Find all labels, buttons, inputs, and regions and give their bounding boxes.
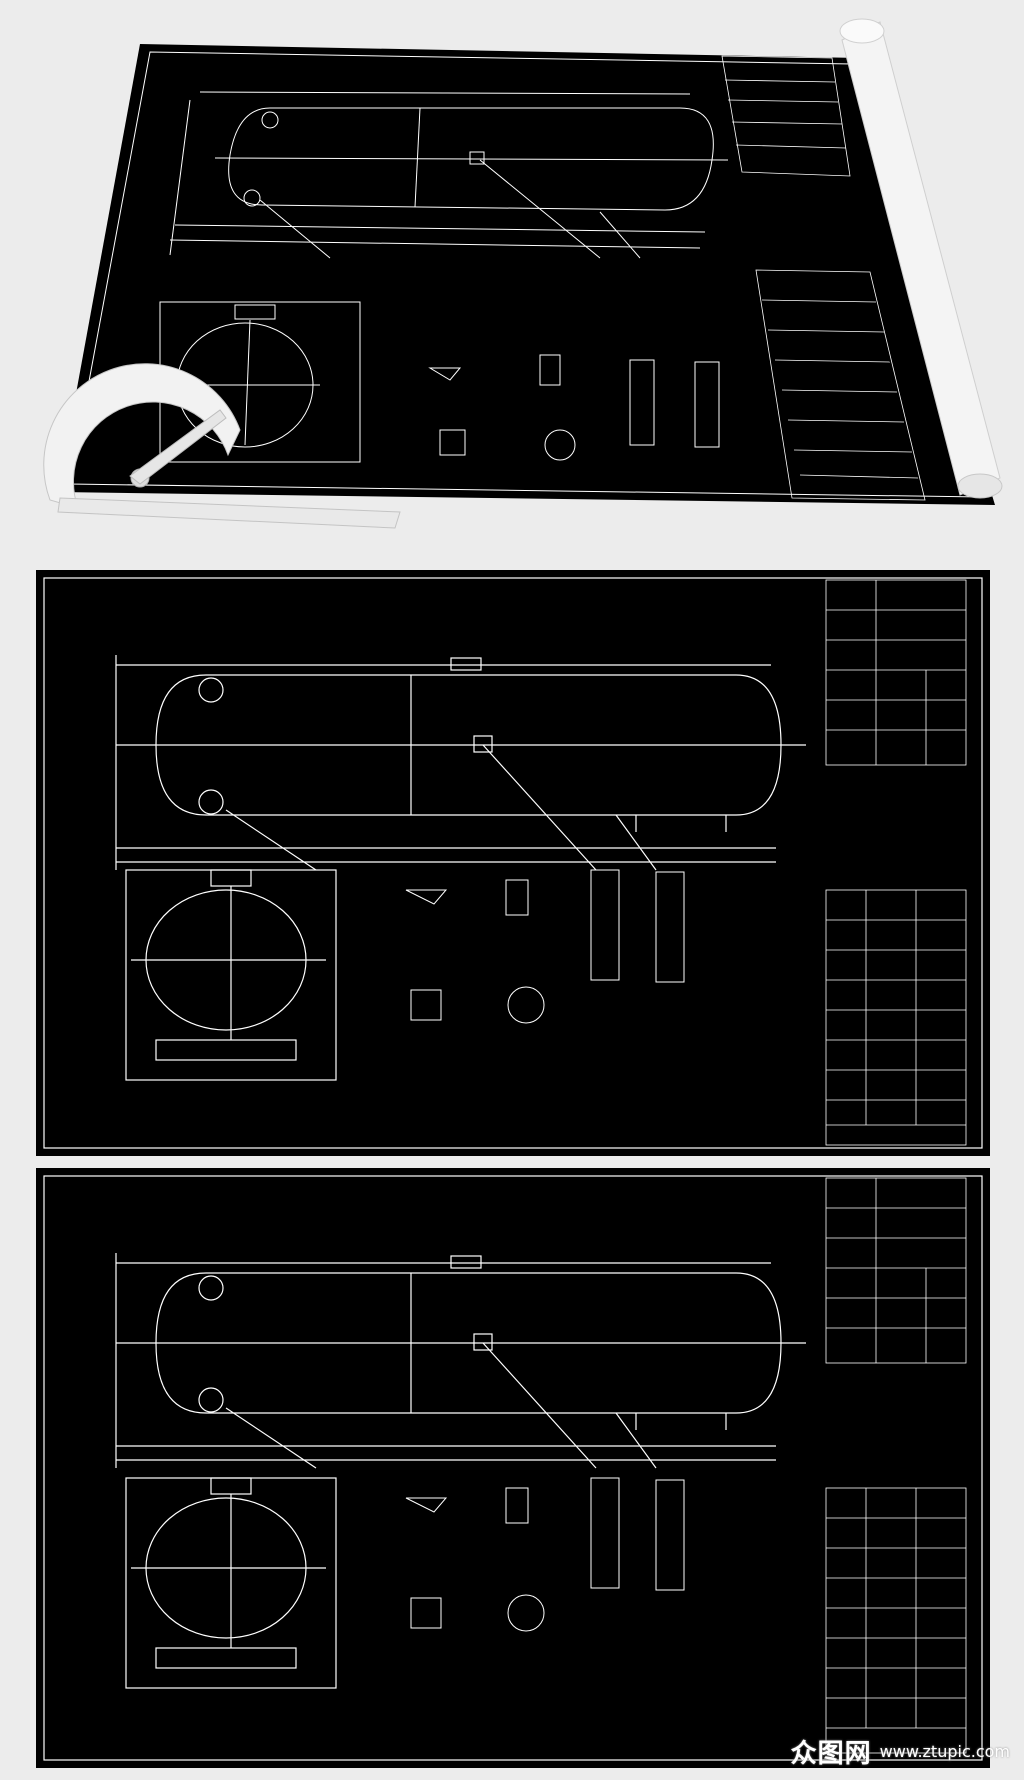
title-block — [825, 1177, 967, 1754]
detail-views — [405, 869, 685, 1024]
black-sheet — [36, 1168, 990, 1768]
detail-views — [405, 1477, 685, 1632]
flat-drawing-svg-2 — [36, 1168, 990, 1768]
protractor-icon — [43, 363, 401, 529]
vessel-elevation-perspective — [169, 91, 729, 259]
sheet-perspective-panel — [0, 0, 1024, 560]
sheet-border — [43, 577, 983, 1149]
flat-drawing-svg-1 — [36, 570, 990, 1156]
vessel-elevation — [115, 655, 806, 871]
watermark-logo: 众图网 — [790, 1739, 872, 1769]
detail-views-perspective — [428, 354, 720, 461]
black-sheet — [58, 44, 995, 505]
side-view — [125, 869, 337, 1081]
sheet-flat-panel-1 — [36, 570, 990, 1156]
perspective-drawing-svg — [43, 18, 1003, 529]
sheet-flat-panel-2 — [36, 1168, 990, 1768]
title-block-perspective — [721, 55, 926, 501]
watermark-url: www.ztupic.com — [879, 1742, 1010, 1761]
paper-roll-icon — [839, 18, 1003, 499]
black-sheet — [36, 570, 990, 1156]
sheet-border — [43, 1175, 983, 1761]
watermark: 众图网 www.ztupic.com — [791, 1733, 1010, 1770]
title-block — [825, 579, 967, 1146]
vessel-elevation — [115, 1253, 806, 1469]
side-view — [125, 1477, 337, 1689]
